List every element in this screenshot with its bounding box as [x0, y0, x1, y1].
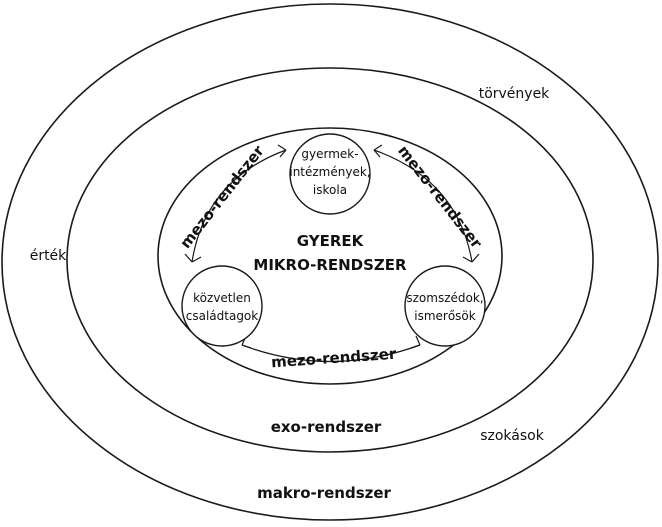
node-left-line-2: családtagok	[186, 309, 259, 323]
torvenyek-label: törvények	[479, 86, 550, 102]
node-top-line-3: iskola	[313, 183, 347, 197]
ertek-label: érték	[30, 248, 67, 264]
node-left-line-1: közvetlen	[193, 291, 251, 305]
exo-ring	[66, 67, 594, 453]
node-kozvetlen-csaladtagok	[181, 265, 263, 347]
arrow-bottom	[241, 335, 421, 363]
mezo-label-bottom: mezo-rendszer	[271, 345, 398, 372]
node-top-line-1: gyermek-	[301, 147, 358, 161]
center-line-2: MIKRO-RENDSZER	[253, 256, 407, 274]
node-right-line-2: ismerősök	[414, 309, 476, 323]
mezo-label-left: mezo-rendszer	[176, 142, 268, 252]
center-line-1: GYEREK	[297, 232, 365, 250]
node-top-line-2: intézmények,	[289, 165, 370, 179]
node-right-line-1: szomszédok,	[406, 291, 483, 305]
arrow-right	[373, 144, 480, 263]
makro-ring	[1, 3, 659, 521]
node-gyermekintezmenyek	[289, 133, 371, 215]
makro-label: makro-rendszer	[257, 484, 391, 502]
szokasok-label: szokások	[480, 428, 545, 444]
arrow-left	[184, 144, 287, 263]
exo-label: exo-rendszer	[271, 418, 382, 436]
node-szomszedok	[404, 265, 486, 347]
mikro-ring	[157, 127, 503, 385]
